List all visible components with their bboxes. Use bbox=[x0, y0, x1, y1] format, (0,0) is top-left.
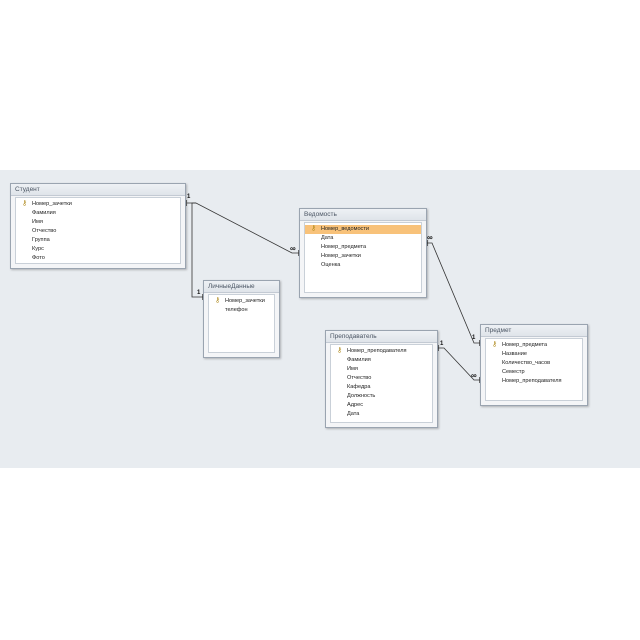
field-label: Номер_предмета bbox=[321, 244, 367, 250]
table-title[interactable]: Предмет bbox=[481, 325, 587, 337]
field-item[interactable]: Отчество bbox=[331, 374, 432, 383]
table-statement[interactable]: Ведомость ⚷ Номер_ведомости Дата Номер_пр… bbox=[299, 208, 427, 298]
field-item[interactable]: Курс bbox=[16, 245, 180, 254]
field-label: Имя bbox=[347, 366, 358, 372]
field-label: Курс bbox=[32, 246, 44, 252]
field-item[interactable]: Количество_часов bbox=[486, 359, 582, 368]
field-item[interactable]: Фото bbox=[16, 254, 180, 263]
field-item[interactable]: Группа bbox=[16, 236, 180, 245]
field-item[interactable]: Номер_зачетки bbox=[305, 252, 421, 261]
field-item[interactable]: Название bbox=[486, 350, 582, 359]
field-label: Кафедра bbox=[347, 384, 371, 390]
field-label: Группа bbox=[32, 237, 50, 243]
field-item[interactable]: ⚷ Номер_предмета bbox=[486, 341, 582, 350]
table-title[interactable]: Преподаватель bbox=[326, 331, 437, 343]
field-label: Название bbox=[502, 351, 527, 357]
field-list[interactable]: ⚷ Номер_зачетки телефон bbox=[208, 294, 275, 353]
cardinality-many-statement-subject: ∞ bbox=[427, 233, 433, 242]
field-item[interactable]: Дата bbox=[305, 234, 421, 243]
field-label: Номер_предмета bbox=[502, 342, 548, 348]
field-label: Дата bbox=[321, 235, 334, 241]
table-title[interactable]: Студент bbox=[11, 184, 185, 196]
field-label: Номер_преподавателя bbox=[347, 348, 407, 354]
field-label: Адрес bbox=[347, 402, 364, 408]
table-personal-data[interactable]: ЛичныеДанные ⚷ Номер_зачетки телефон bbox=[203, 280, 280, 358]
key-icon: ⚷ bbox=[22, 200, 28, 207]
field-item[interactable]: Дата bbox=[331, 410, 432, 419]
field-label: Фото bbox=[32, 255, 45, 261]
table-student[interactable]: Студент ⚷ Номер_зачетки Фамилия Имя Отчес… bbox=[10, 183, 186, 269]
field-label: Семестр bbox=[502, 369, 525, 375]
table-title[interactable]: ЛичныеДанные bbox=[204, 281, 279, 293]
field-item[interactable]: Кафедра bbox=[331, 383, 432, 392]
field-label: Номер_зачетки bbox=[321, 253, 361, 259]
field-label: Имя bbox=[32, 219, 43, 225]
field-label: Количество_часов bbox=[502, 360, 551, 366]
field-item[interactable]: ⚷ Номер_преподавателя bbox=[331, 347, 432, 356]
cardinality-many-statement: ∞ bbox=[290, 244, 296, 253]
table-subject[interactable]: Предмет ⚷ Номер_предмета Название Количес… bbox=[480, 324, 588, 406]
field-item[interactable]: телефон bbox=[209, 306, 274, 315]
field-list[interactable]: ⚷ Номер_преподавателя Фамилия Имя Отчеств… bbox=[330, 344, 433, 423]
field-item[interactable]: Имя bbox=[331, 365, 432, 374]
field-list[interactable]: ⚷ Номер_предмета Название Количество_часо… bbox=[485, 338, 583, 401]
table-title[interactable]: Ведомость bbox=[300, 209, 426, 221]
field-label: Фамилия bbox=[32, 210, 56, 216]
cardinality-one-student: 1 bbox=[187, 194, 191, 200]
field-label: Оценка bbox=[321, 262, 341, 268]
key-icon: ⚷ bbox=[311, 225, 317, 232]
field-item[interactable]: Адрес bbox=[331, 401, 432, 410]
field-label: Номер_зачетки bbox=[32, 201, 72, 207]
key-icon: ⚷ bbox=[215, 297, 221, 304]
field-list[interactable]: ⚷ Номер_зачетки Фамилия Имя Отчество Груп… bbox=[15, 197, 181, 264]
field-label: Отчество bbox=[32, 228, 57, 234]
field-item[interactable]: Семестр bbox=[486, 368, 582, 377]
field-label: Номер_ведомости bbox=[321, 226, 370, 232]
cardinality-one-teacher: 1 bbox=[440, 341, 444, 347]
field-item[interactable]: Номер_преподавателя bbox=[486, 377, 582, 386]
table-teacher[interactable]: Преподаватель ⚷ Номер_преподавателя Фамил… bbox=[325, 330, 438, 428]
field-label: Номер_зачетки bbox=[225, 298, 265, 304]
field-label: Дата bbox=[347, 411, 360, 417]
cardinality-many-subject: ∞ bbox=[471, 371, 477, 380]
field-item[interactable]: Оценка bbox=[305, 261, 421, 270]
field-label: Отчество bbox=[347, 375, 372, 381]
cardinality-one-personal: 1 bbox=[197, 290, 201, 296]
field-item-selected[interactable]: ⚷ Номер_ведомости bbox=[305, 225, 421, 234]
field-item[interactable]: Фамилия bbox=[331, 356, 432, 365]
field-item[interactable]: Фамилия bbox=[16, 209, 180, 218]
field-item[interactable]: Имя bbox=[16, 218, 180, 227]
field-item[interactable]: ⚷ Номер_зачетки bbox=[16, 200, 180, 209]
field-label: Номер_преподавателя bbox=[502, 378, 562, 384]
field-list[interactable]: ⚷ Номер_ведомости Дата Номер_предмета Ном… bbox=[304, 222, 422, 293]
field-item[interactable]: ⚷ Номер_зачетки bbox=[209, 297, 274, 306]
field-label: Фамилия bbox=[347, 357, 371, 363]
field-item[interactable]: Номер_предмета bbox=[305, 243, 421, 252]
cardinality-one-subject: 1 bbox=[472, 335, 476, 341]
field-item[interactable]: Должность bbox=[331, 392, 432, 401]
field-label: Должность bbox=[347, 393, 376, 399]
field-label: телефон bbox=[225, 307, 248, 313]
key-icon: ⚷ bbox=[492, 341, 498, 348]
field-item[interactable]: Отчество bbox=[16, 227, 180, 236]
key-icon: ⚷ bbox=[337, 347, 343, 354]
